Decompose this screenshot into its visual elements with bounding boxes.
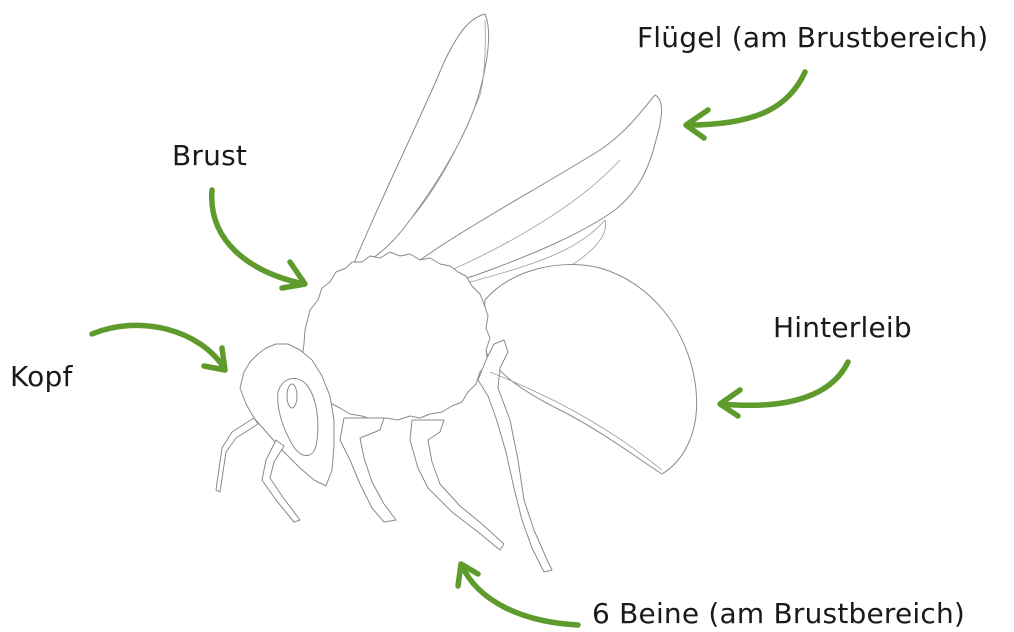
label-thorax: Brust — [172, 142, 247, 170]
label-wings: Flügel (am Brustbereich) — [637, 24, 988, 52]
thorax — [302, 252, 490, 420]
label-abdomen: Hinterleib — [773, 314, 912, 342]
arrow-legs — [458, 564, 578, 625]
arrow-head — [92, 325, 225, 370]
arrow-thorax — [212, 190, 305, 288]
abdomen — [483, 265, 697, 474]
bee-illustration — [216, 14, 697, 572]
label-legs: 6 Beine (am Brustbereich) — [592, 600, 965, 628]
leg-3 — [340, 418, 396, 522]
leg-1 — [216, 418, 258, 492]
arrow-abdomen — [720, 362, 848, 416]
arrow-wings — [686, 72, 805, 138]
leg-4 — [410, 420, 504, 550]
eye-highlight — [287, 384, 297, 408]
label-head: Kopf — [10, 363, 73, 391]
